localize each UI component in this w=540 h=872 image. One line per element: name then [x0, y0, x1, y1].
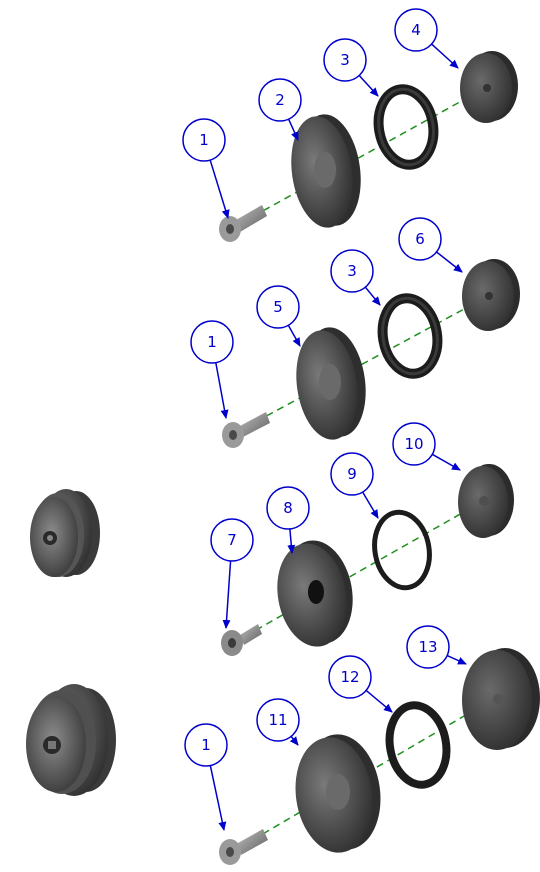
balloon-leader: [362, 491, 379, 519]
balloon-leader: [287, 324, 301, 347]
oring-part-9: [372, 509, 432, 591]
balloon-3: 3: [330, 249, 381, 306]
balloon-1: 1: [184, 723, 228, 831]
balloon-leader: [209, 765, 227, 831]
bolt-part-7: [221, 624, 262, 656]
oring-part-3b: [377, 293, 443, 379]
balloon-label: 5: [273, 298, 283, 316]
balloon-7: 7: [210, 518, 254, 629]
balloon-6: 6: [398, 217, 463, 273]
balloon-leader: [222, 560, 232, 629]
balloon-circle: [394, 8, 438, 52]
balloon-leader: [358, 74, 379, 97]
balloon-label: 11: [268, 711, 287, 729]
balloon-leader: [215, 362, 229, 419]
balloon-circle: [323, 38, 367, 82]
balloon-label: 8: [283, 499, 293, 517]
balloon-leader: [364, 286, 381, 306]
balloon-leader: [289, 735, 299, 746]
balloon-circle: [258, 78, 302, 122]
axis-line-4: [231, 694, 501, 853]
assembled-view-upper: [30, 489, 100, 577]
balloon-10: 10: [392, 422, 461, 471]
balloon-2: 2: [258, 78, 302, 141]
bolt-part-1: [219, 205, 267, 242]
balloon-13: 13: [406, 625, 467, 669]
balloon-circle: [398, 217, 442, 261]
balloon-leader: [431, 453, 461, 471]
balloon-label: 3: [347, 262, 357, 280]
balloon-circle: [328, 655, 372, 699]
cap-part-13: [462, 648, 540, 750]
balloon-leader: [209, 159, 230, 219]
balloon-leader: [431, 43, 459, 69]
oring-part-3a: [373, 84, 439, 170]
balloon-8: 8: [266, 486, 310, 554]
axis-line-1: [231, 87, 486, 229]
assembled-view-lower: [26, 684, 116, 796]
balloon-circle: [406, 625, 450, 669]
balloon-circle: [182, 118, 226, 162]
balloon-label: 9: [347, 465, 357, 483]
flange-part-5: [296, 327, 366, 440]
balloon-circle: [330, 452, 374, 496]
balloon-circle: [190, 320, 234, 364]
assembly-row-4: [219, 648, 540, 865]
balloon-leader: [436, 251, 463, 273]
flange-part-2: [291, 114, 361, 228]
bolt-part-1b: [222, 412, 270, 448]
balloon-5: 5: [256, 285, 301, 347]
assembly-row-3: [221, 464, 514, 656]
cap-part-10: [458, 464, 514, 538]
balloon-label: 10: [404, 435, 423, 453]
axis-line-2: [234, 294, 491, 434]
oring-part-12: [385, 701, 451, 789]
assembly-row-2: [222, 259, 520, 448]
balloon-label: 1: [199, 131, 209, 149]
balloon-label: 2: [275, 91, 285, 109]
balloon-leader: [287, 118, 299, 141]
assembly-row-1: [219, 51, 518, 242]
balloon-label: 4: [411, 21, 421, 39]
balloon-label: 1: [201, 736, 211, 754]
balloon-label: 12: [340, 668, 359, 686]
balloon-label: 13: [418, 638, 437, 656]
balloon-12: 12: [328, 655, 393, 713]
balloon-circle: [184, 723, 228, 767]
balloon-circle: [256, 698, 300, 742]
cap-part-4: [460, 51, 518, 123]
bolt-part-1c: [219, 829, 268, 865]
balloon-1: 1: [182, 118, 230, 219]
cap-part-6: [462, 259, 520, 331]
balloon-circle: [256, 285, 300, 329]
balloon-3: 3: [323, 38, 379, 97]
balloon-label: 6: [415, 230, 425, 248]
balloon-circle: [210, 518, 254, 562]
balloon-leader: [365, 689, 393, 713]
balloon-1: 1: [190, 320, 234, 419]
balloon-11: 11: [256, 698, 300, 746]
balloon-9: 9: [330, 452, 379, 519]
balloon-label: 1: [207, 333, 217, 351]
balloon-label: 3: [340, 51, 350, 69]
balloon-circle: [392, 422, 436, 466]
balloon-circle: [330, 249, 374, 293]
balloon-circle: [266, 486, 310, 530]
balloon-4: 4: [394, 8, 459, 69]
balloon-label: 7: [227, 531, 237, 549]
flange-part-11: [295, 734, 381, 853]
balloon-leader: [287, 528, 296, 554]
balloon-leader: [446, 654, 467, 665]
flange-part-8: [277, 540, 353, 647]
